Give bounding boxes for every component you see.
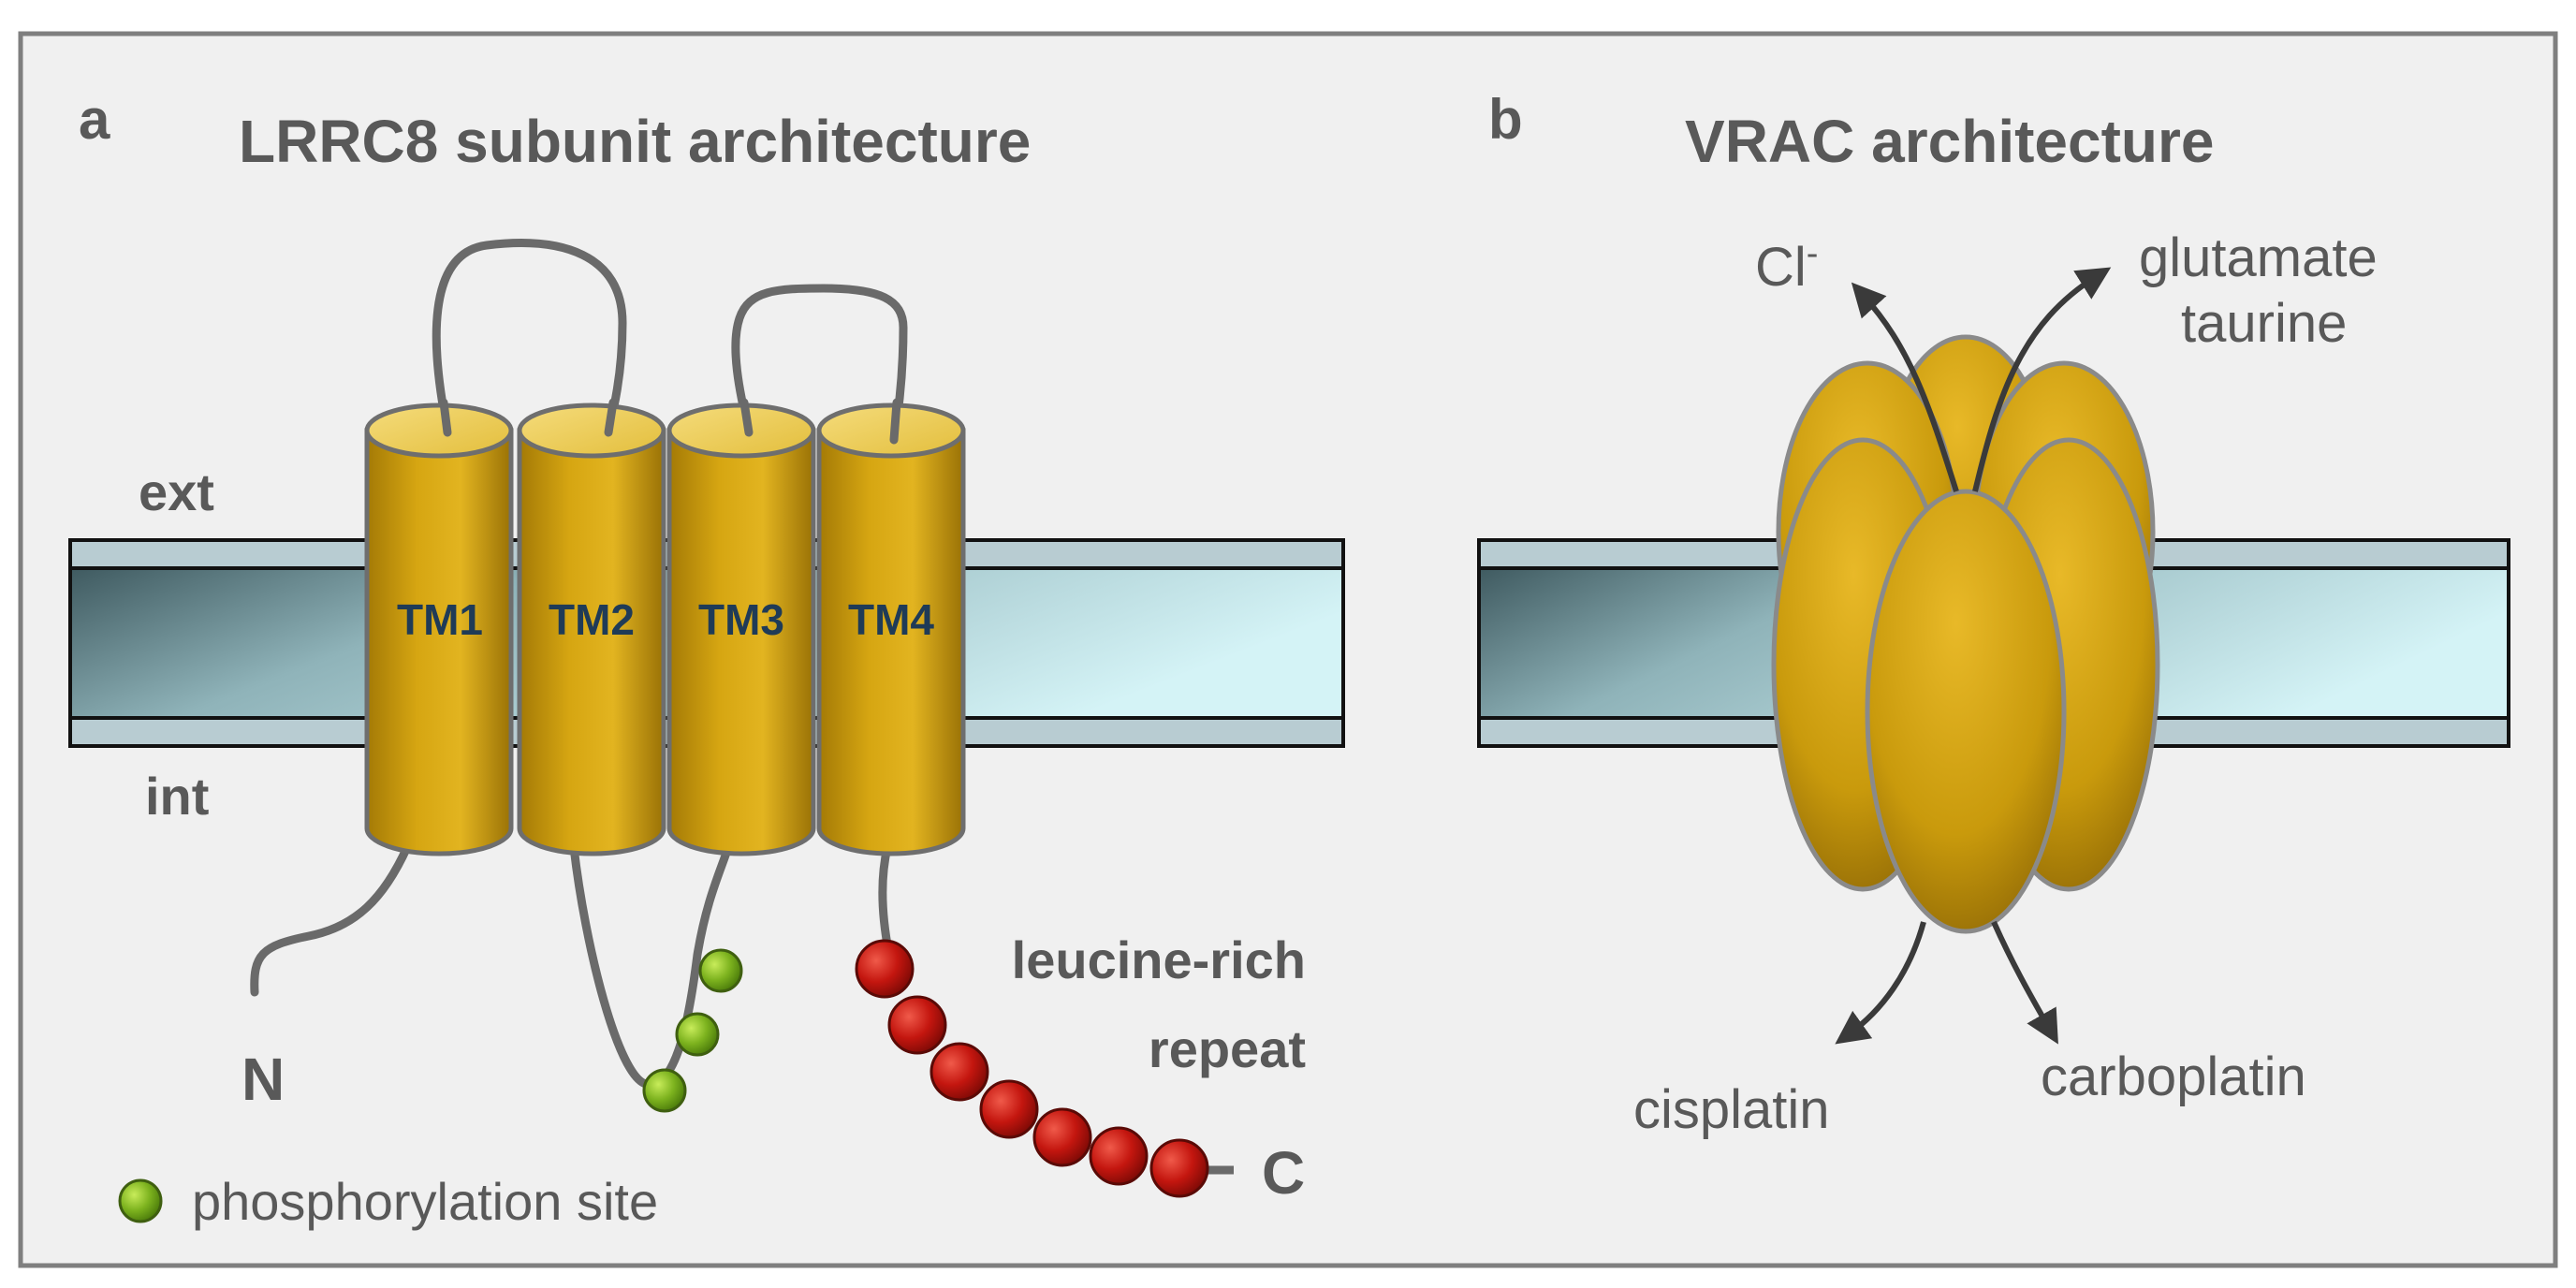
- glutamate-label: glutamate: [2139, 227, 2378, 288]
- c-terminus-label: C: [1262, 1139, 1305, 1207]
- lrr-bead-4: [979, 1079, 1039, 1139]
- n-terminal-tail: [250, 842, 412, 997]
- phospho-site-3: [642, 1068, 687, 1113]
- tm-helix-3: [666, 402, 816, 856]
- tm-helix-2: [517, 402, 666, 856]
- int-label: int: [145, 767, 209, 826]
- lrr-bead-5: [1032, 1107, 1092, 1167]
- loop-tm1-tm2: [432, 239, 627, 435]
- tm-helix-4: [816, 402, 966, 856]
- panel-a-letter: a: [79, 88, 110, 151]
- tm4-label: TM4: [848, 595, 934, 644]
- arrow-glutamate: [1972, 267, 2112, 492]
- lrr-bead-1: [855, 939, 915, 999]
- panel-b-title: VRAC architecture: [1685, 108, 2215, 175]
- arrow-carboplatin: [1991, 920, 2058, 1045]
- vrac-channel: [1771, 334, 2160, 934]
- phospho-site-1: [698, 948, 743, 993]
- loop-tm3-tm4: [731, 284, 908, 445]
- panel-a: a LRRC8 subunit architecture ext int: [68, 88, 1345, 1231]
- tm-helix-1: [364, 402, 514, 856]
- legend-phospho-label: phosphorylation site: [192, 1172, 658, 1231]
- carboplatin-label: carboplatin: [2041, 1046, 2306, 1107]
- lrr-bead-6: [1089, 1126, 1149, 1186]
- ext-label: ext: [139, 462, 214, 521]
- lrr-label-line1: leucine-rich: [1012, 930, 1306, 989]
- arrow-cisplatin: [1835, 921, 1926, 1045]
- cisplatin-label: cisplatin: [1633, 1079, 1830, 1140]
- panel-b: b VRAC architecture Cl- glutamate taurin…: [1477, 88, 2510, 1140]
- tm3-label: TM3: [698, 595, 784, 644]
- legend-phospho-marker: [118, 1178, 163, 1223]
- arrow-cl: [1851, 282, 1959, 492]
- lrr-label-line2: repeat: [1149, 1019, 1306, 1078]
- taurine-label: taurine: [2181, 293, 2347, 354]
- n-terminus-label: N: [242, 1046, 285, 1113]
- lrr-bead-2: [887, 995, 947, 1055]
- panel-b-letter: b: [1488, 88, 1523, 151]
- cl-label: Cl-: [1755, 234, 1818, 298]
- tm1-label: TM1: [397, 595, 483, 644]
- panel-a-title: LRRC8 subunit architecture: [239, 108, 1031, 175]
- tm2-label: TM2: [549, 595, 635, 644]
- phospho-site-2: [675, 1012, 720, 1057]
- lrr-bead-3: [929, 1042, 989, 1102]
- lrr-bead-7: [1149, 1138, 1209, 1198]
